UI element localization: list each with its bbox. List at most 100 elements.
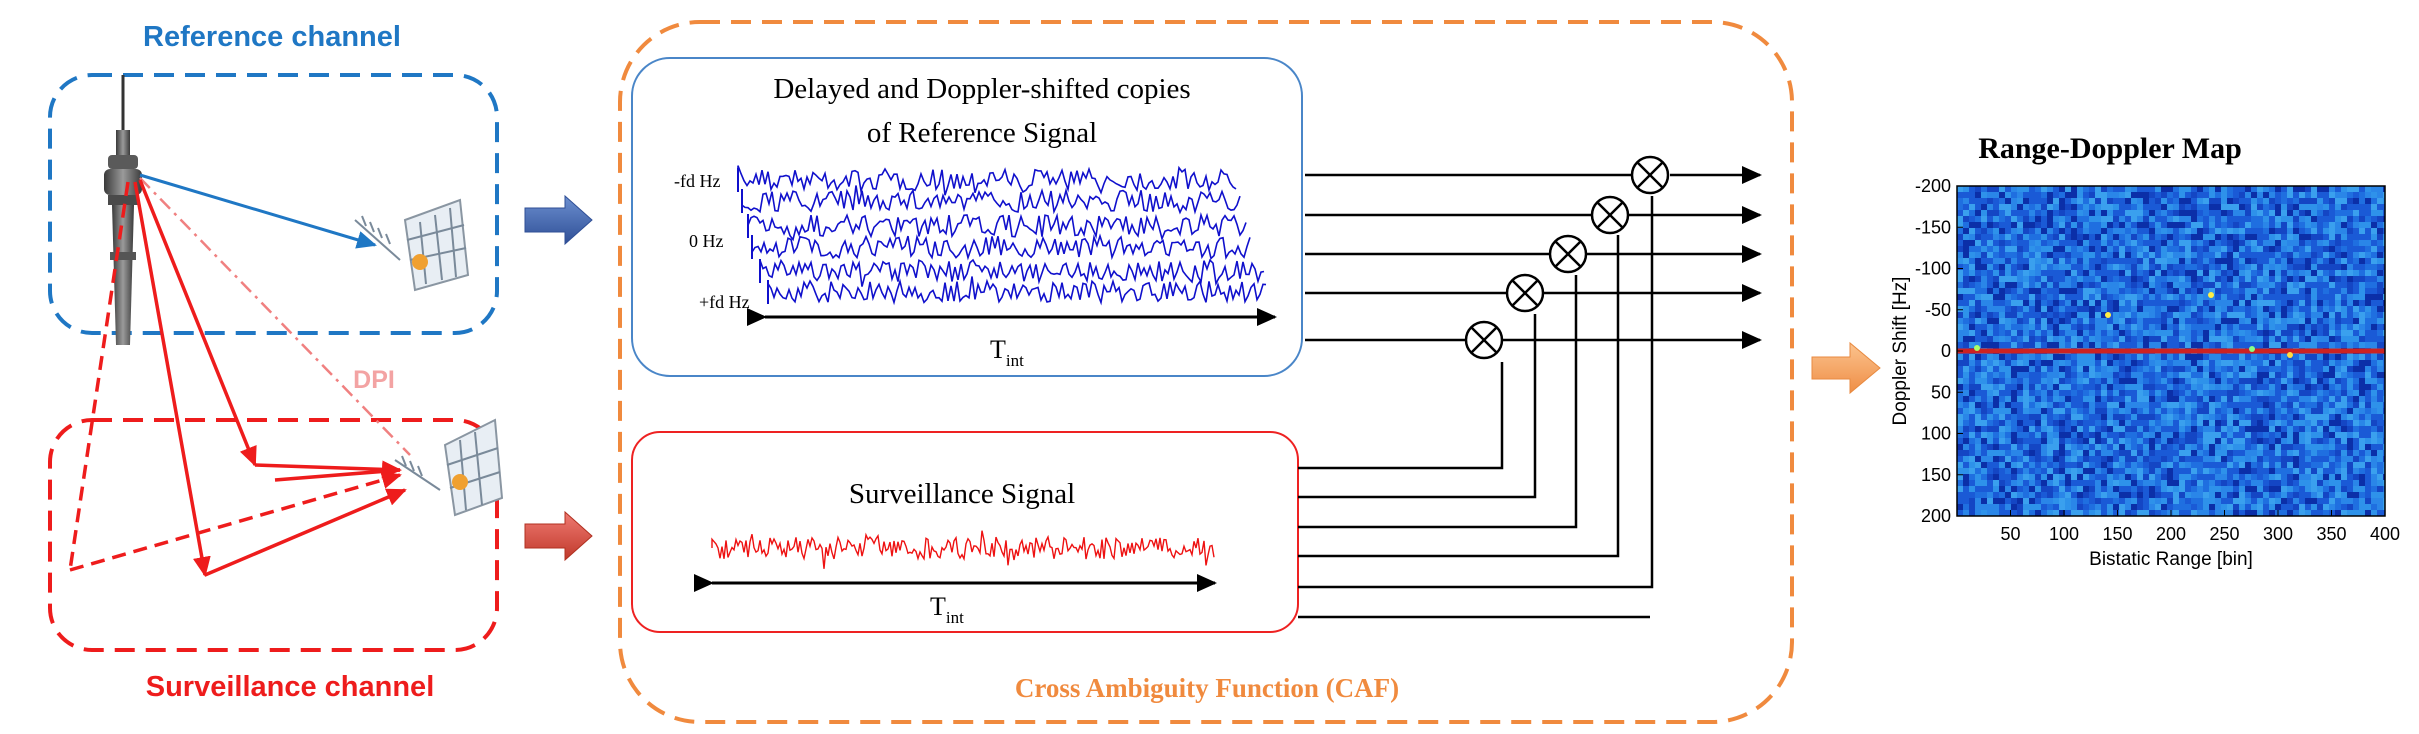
heatmap-cell: [1975, 240, 1981, 246]
reference-trace: [751, 233, 1251, 261]
heatmap-cell: [2239, 444, 2245, 450]
heatmap-cell: [2371, 456, 2377, 462]
heatmap-cell: [2191, 336, 2197, 342]
heatmap-cell: [2179, 438, 2185, 444]
heatmap-cell: [2275, 186, 2281, 192]
heatmap-cell: [2059, 498, 2065, 504]
heatmap-cell: [2023, 318, 2029, 324]
heatmap-cell: [2311, 444, 2317, 450]
heatmap-cell: [2089, 420, 2095, 426]
heatmap-cell: [2251, 300, 2257, 306]
heatmap-cell: [2005, 390, 2011, 396]
heatmap-cell: [2377, 258, 2383, 264]
heatmap-cell: [2149, 480, 2155, 486]
heatmap-cell: [2287, 486, 2293, 492]
heatmap-cell: [2251, 438, 2257, 444]
heatmap-cell: [2221, 480, 2227, 486]
heatmap-cell: [2329, 480, 2335, 486]
heatmap-cell: [1975, 426, 1981, 432]
heatmap-cell: [2053, 210, 2059, 216]
heatmap-cell: [2275, 486, 2281, 492]
heatmap-cell: [2053, 492, 2059, 498]
heatmap-cell: [2233, 324, 2239, 330]
heatmap-cell: [2113, 186, 2119, 192]
heatmap-cell: [1969, 306, 1975, 312]
reference-signal-title-line1: Delayed and Doppler-shifted copies: [773, 73, 1190, 105]
heatmap-cell: [2137, 456, 2143, 462]
heatmap-cell: [1963, 288, 1969, 294]
heatmap-cell: [2029, 210, 2035, 216]
heatmap-cell: [2359, 222, 2365, 228]
heatmap-cell: [2011, 354, 2017, 360]
heatmap-cell: [2341, 498, 2347, 504]
heatmap-cell: [2341, 204, 2347, 210]
direct-path-arrow: [139, 173, 377, 249]
heatmap-cell: [2095, 354, 2101, 360]
heatmap-cell: [2185, 258, 2191, 264]
heatmap-cell: [2287, 510, 2293, 516]
heatmap-cell: [2257, 240, 2263, 246]
heatmap-cell: [2077, 312, 2083, 318]
heatmap-cell: [2119, 288, 2125, 294]
heatmap-cell: [2041, 318, 2047, 324]
heatmap-cell: [2197, 288, 2203, 294]
heatmap-cell: [2305, 294, 2311, 300]
heatmap-cell: [2275, 462, 2281, 468]
heatmap-cell: [2221, 324, 2227, 330]
heatmap-cell: [1987, 336, 1993, 342]
heatmap-cell: [2161, 438, 2167, 444]
heatmap-cell: [2119, 234, 2125, 240]
heatmap-cell: [2167, 216, 2173, 222]
heatmap-cell: [2137, 402, 2143, 408]
heatmap-cell: [2011, 420, 2017, 426]
heatmap-cell: [2035, 468, 2041, 474]
heatmap-cell: [2179, 210, 2185, 216]
heatmap-cell: [2047, 264, 2053, 270]
heatmap-cell: [2245, 378, 2251, 384]
heatmap-cell: [2035, 216, 2041, 222]
heatmap-cell: [1963, 450, 1969, 456]
heatmap-cell: [2299, 198, 2305, 204]
heatmap-cell: [2377, 372, 2383, 378]
caf-label: Cross Ambiguity Function (CAF): [1015, 673, 1399, 703]
heatmap-cell: [2113, 402, 2119, 408]
heatmap-cell: [2047, 486, 2053, 492]
heatmap-cell: [2347, 456, 2353, 462]
heatmap-cell: [2275, 240, 2281, 246]
heatmap-cell: [2131, 198, 2137, 204]
heatmap-cell: [2215, 222, 2221, 228]
heatmap-cell: [2311, 396, 2317, 402]
heatmap-cell: [2299, 366, 2305, 372]
heatmap-cell: [2017, 480, 2023, 486]
heatmap-cell: [2359, 432, 2365, 438]
heatmap-cell: [2245, 498, 2251, 504]
heatmap-cell: [1975, 396, 1981, 402]
heatmap-cell: [2119, 330, 2125, 336]
heatmap-cell: [2107, 270, 2113, 276]
heatmap-cell: [2251, 306, 2257, 312]
heatmap-cell: [2149, 282, 2155, 288]
heatmap-cell: [1999, 498, 2005, 504]
heatmap-cell: [2203, 378, 2209, 384]
heatmap-cell: [2035, 312, 2041, 318]
heatmap-cell: [2059, 240, 2065, 246]
heatmap-cell: [2353, 510, 2359, 516]
heatmap-cell: [2305, 366, 2311, 372]
heatmap-cell: [2293, 216, 2299, 222]
heatmap-cell: [2251, 510, 2257, 516]
heatmap-cell: [2047, 360, 2053, 366]
heatmap-cell: [2137, 438, 2143, 444]
heatmap-cell: [2305, 282, 2311, 288]
heatmap-cell: [2251, 294, 2257, 300]
heatmap-cell: [2035, 498, 2041, 504]
heatmap-cell: [2029, 432, 2035, 438]
heatmap-cell: [2131, 396, 2137, 402]
heatmap-cell: [2245, 210, 2251, 216]
heatmap-cell: [2023, 342, 2029, 348]
heatmap-cell: [2269, 360, 2275, 366]
heatmap-cell: [2275, 252, 2281, 258]
heatmap-cell: [2107, 462, 2113, 468]
heatmap-cell: [1957, 276, 1963, 282]
reference-block-arrow: [524, 194, 593, 246]
heatmap-cell: [2359, 462, 2365, 468]
